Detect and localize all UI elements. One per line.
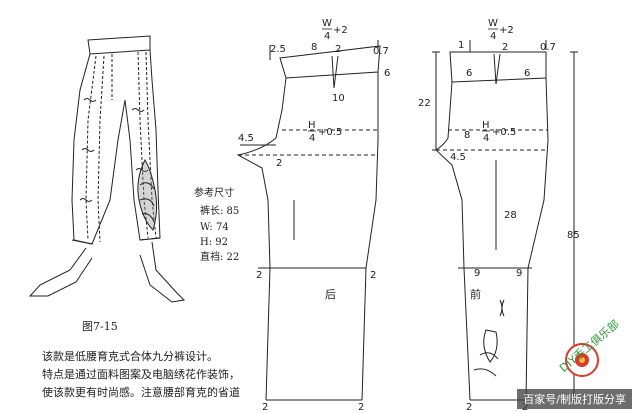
front-waist-suffix: +2 xyxy=(499,25,514,36)
front-dim-6-right: 6 xyxy=(524,68,530,79)
back-dim-4-5: 4.5 xyxy=(238,133,254,144)
back-hip-num: H xyxy=(308,120,316,131)
front-dim-4-5: 4.5 xyxy=(450,152,466,163)
back-dim-6: 6 xyxy=(384,68,390,79)
back-dim-10: 10 xyxy=(332,93,345,104)
front-dim-85: 85 xyxy=(567,230,580,241)
back-label: 后 xyxy=(325,288,336,301)
front-dim-28: 28 xyxy=(504,210,517,221)
front-waist-den: 4 xyxy=(490,31,496,42)
back-hip-den: 4 xyxy=(309,133,315,144)
back-knee-right: 2 xyxy=(370,270,376,281)
ref-item-crotch: 直裆: 22 xyxy=(200,250,239,263)
front-pattern xyxy=(432,40,578,401)
ref-item-hip: H: 92 xyxy=(200,237,228,248)
ref-item-waist: W: 74 xyxy=(200,222,229,233)
back-waist-num: W xyxy=(322,18,332,29)
caption-line-1: 该款是低腰育克式合体九分裤设计。 xyxy=(42,350,218,363)
front-dim-22: 22 xyxy=(418,98,431,109)
back-dim-0-7: 0.7 xyxy=(373,46,389,57)
back-waist-den: 4 xyxy=(324,31,330,42)
front-hem-left: 2 xyxy=(466,402,472,413)
caption: 该款是低腰育克式合体九分裤设计。 特点是通过面料图案及电脑绣花作装饰， 使该款更… xyxy=(42,348,282,402)
front-hip-den: 4 xyxy=(483,133,489,144)
ref-item-length: 裤长: 85 xyxy=(200,204,239,217)
caption-line-2: 特点是通过面料图案及电脑绣花作装饰， xyxy=(42,368,240,381)
front-dim-1: 1 xyxy=(458,40,464,51)
figure-label: 图7-15 xyxy=(82,320,118,333)
front-knee-left: 9 xyxy=(474,268,480,279)
back-hem-right: 2 xyxy=(358,402,364,413)
back-hem-left: 2 xyxy=(262,402,268,413)
front-hip-suffix: +0.5 xyxy=(492,127,516,138)
caption-line-3: 使该款更有时尚感。注意腰部育克的省道 xyxy=(42,386,240,399)
front-dim-0-7: 0.7 xyxy=(540,42,556,53)
front-labels: 1 W 4 +2 2 0.7 6 6 22 8 H 4 +0.5 4.5 28 … xyxy=(418,18,580,413)
watermark: 百家号/制版打版分享 xyxy=(517,389,632,409)
front-knee-right: 9 xyxy=(516,268,522,279)
club-logo: DIY手工俱乐部 xyxy=(556,317,622,377)
back-knee-left: 2 xyxy=(256,270,262,281)
back-dim-2-crotch: 2 xyxy=(276,158,282,169)
front-waist-num: W xyxy=(488,18,498,29)
front-label: 前 xyxy=(470,287,481,301)
back-dim-2: 2 xyxy=(335,44,341,55)
front-dim-6-left: 6 xyxy=(466,68,472,79)
pants-illustration xyxy=(28,35,186,303)
front-hip-num: H xyxy=(482,120,490,131)
back-pattern xyxy=(236,40,381,401)
back-labels: W 4 +2 2.5 8 2 0.7 6 10 H 4 +0.5 4.5 2 2… xyxy=(238,18,390,413)
reference-sizes: 参考尺寸 裤长: 85 W: 74 H: 92 直裆: 22 xyxy=(194,186,239,263)
back-dim-8: 8 xyxy=(311,42,317,53)
ref-title: 参考尺寸 xyxy=(194,186,234,199)
back-dim-2-5: 2.5 xyxy=(270,44,286,55)
front-dim-8: 8 xyxy=(464,130,470,141)
front-dim-2: 2 xyxy=(502,42,508,53)
back-waist-suffix: +2 xyxy=(333,25,348,36)
back-hip-suffix: +0.5 xyxy=(318,127,342,138)
